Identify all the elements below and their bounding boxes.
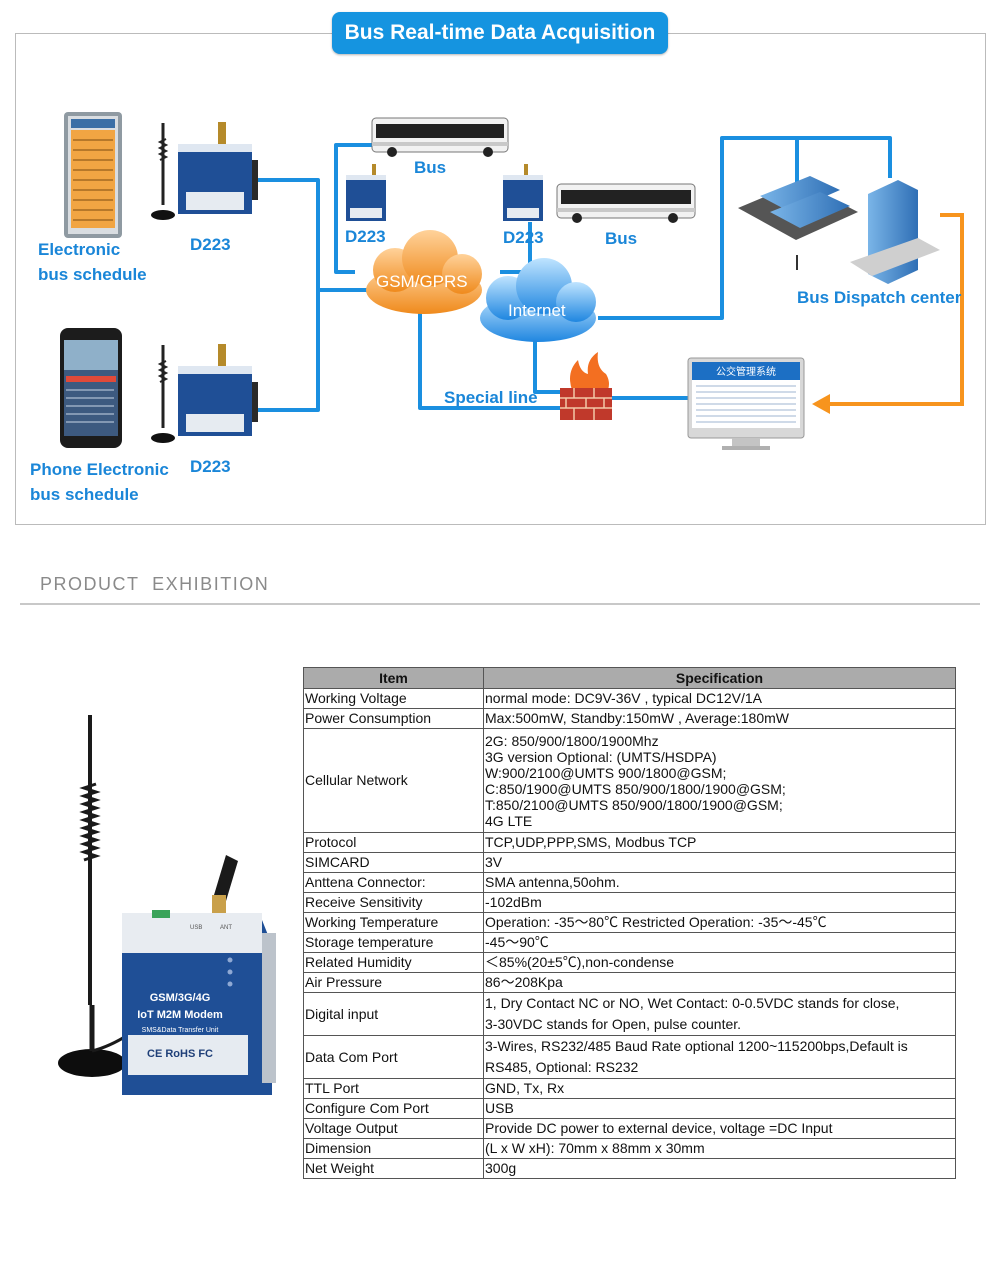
bus-image-right	[556, 183, 696, 223]
section-divider	[20, 603, 980, 605]
spec-item: Protocol	[303, 832, 484, 853]
port-ant-text: ANT	[220, 925, 232, 931]
label-phone-electronic-bus-schedule: Phone Electronic bus schedule	[30, 460, 169, 504]
spec-value: normal mode: DC9V-36V , typical DC12V/1A	[483, 688, 956, 709]
monitor-header-text: 公交管理系统	[716, 365, 776, 378]
spec-item: Air Pressure	[303, 972, 484, 993]
table-row: Anttena Connector:SMA antenna,50ohm.	[303, 872, 956, 893]
spec-value: -102dBm	[483, 892, 956, 913]
spec-value: 1, Dry Contact NC or NO, Wet Contact: 0-…	[483, 992, 956, 1036]
spec-item: Data Com Port	[303, 1035, 484, 1079]
spec-item: TTL Port	[303, 1078, 484, 1099]
table-row: Storage temperature-45～90℃	[303, 932, 956, 953]
header-item: Item	[303, 667, 484, 689]
kiosk-image	[64, 112, 122, 238]
spec-value: TCP,UDP,PPP,SMS, Modbus TCP	[483, 832, 956, 853]
diagram-title: Bus Real-time Data Acquisition	[332, 12, 668, 54]
spec-item: Configure Com Port	[303, 1098, 484, 1119]
spec-value: -45～90℃	[483, 932, 956, 953]
firewall-icon	[560, 352, 612, 420]
device-cert: CE RoHS FC	[147, 1048, 213, 1060]
spec-item: Working Temperature	[303, 912, 484, 933]
arrow-head	[812, 394, 830, 414]
spec-item: Power Consumption	[303, 708, 484, 729]
label-internet: Internet	[508, 301, 566, 320]
spec-value: Operation: -35～80℃ Restricted Operation:…	[483, 912, 956, 933]
dispatch-center-image	[738, 176, 940, 284]
spec-table-header: Item Specification	[303, 667, 956, 689]
label-d223-top: D223	[190, 235, 231, 254]
table-row: Related Humidity＜85%(20±5℃),non-condense	[303, 952, 956, 973]
spec-value: 3-Wires, RS232/485 Baud Rate optional 12…	[483, 1035, 956, 1079]
spec-item: Cellular Network	[303, 728, 484, 833]
network-diagram: 公交管理系统	[60, 112, 964, 450]
spec-item: Voltage Output	[303, 1118, 484, 1139]
label-electronic-bus-schedule: Electronic bus schedule	[38, 240, 147, 284]
spec-value: 2G: 850/900/1800/1900Mhz 3G version Opti…	[483, 728, 956, 833]
label-special-line: Special line	[444, 388, 538, 407]
spec-value: 86～208Kpa	[483, 972, 956, 993]
table-row: Dimension(L x W xH): 70mm x 88mm x 30mm	[303, 1138, 956, 1159]
spec-value: 300g	[483, 1158, 956, 1179]
spec-value: Max:500mW, Standby:150mW , Average:180mW	[483, 708, 956, 729]
spec-value: SMA antenna,50ohm.	[483, 872, 956, 893]
spec-value: Provide DC power to external device, vol…	[483, 1118, 956, 1139]
spec-item: Digital input	[303, 992, 484, 1036]
modem-small-b	[503, 164, 543, 221]
label-d223-small-b: D223	[503, 228, 544, 247]
section-title: PRODUCT EXHIBITION	[40, 574, 270, 594]
spec-value: ＜85%(20±5℃),non-condense	[483, 952, 956, 973]
modem-large-top	[151, 122, 258, 220]
device-model-line3: SMS&Data Transfer Unit	[142, 1027, 219, 1034]
bus-image-top	[371, 117, 509, 157]
port-usb-text: USB	[190, 925, 202, 931]
spec-value: (L x W xH): 70mm x 88mm x 30mm	[483, 1138, 956, 1159]
spec-item: SIMCARD	[303, 852, 484, 873]
table-row: Receive Sensitivity-102dBm	[303, 892, 956, 913]
spec-item: Dimension	[303, 1138, 484, 1159]
device-model-line1: GSM/3G/4G	[150, 992, 211, 1004]
phone-image	[60, 328, 122, 448]
product-photo: USB ANT GSM/3G/4G IoT M2M Modem SMS&Data…	[58, 715, 276, 1095]
spec-item: Anttena Connector:	[303, 872, 484, 893]
spec-item: Related Humidity	[303, 952, 484, 973]
internet-cloud	[480, 258, 596, 342]
modem-large-bottom	[151, 344, 258, 443]
device-model-line2: IoT M2M Modem	[137, 1009, 223, 1021]
modem-small-a	[346, 164, 386, 221]
spec-item: Receive Sensitivity	[303, 892, 484, 913]
spec-item: Storage temperature	[303, 932, 484, 953]
header-specification: Specification	[483, 667, 956, 689]
spec-value: 3V	[483, 852, 956, 873]
spec-value: GND, Tx, Rx	[483, 1078, 956, 1099]
label-bus-dispatch-center: Bus Dispatch center	[797, 288, 962, 307]
label-gsm-gprs: GSM/GPRS	[376, 272, 468, 291]
spec-value: USB	[483, 1098, 956, 1119]
label-bus-right: Bus	[605, 229, 638, 248]
dispatch-arrow	[826, 213, 964, 406]
spec-item: Working Voltage	[303, 688, 484, 709]
label-d223-bottom: D223	[190, 457, 231, 476]
label-d223-small-a: D223	[345, 227, 386, 246]
label-bus-top: Bus	[414, 158, 447, 177]
spec-item: Net Weight	[303, 1158, 484, 1179]
gsm-cloud	[366, 230, 482, 314]
monitor-image: 公交管理系统	[687, 357, 805, 450]
